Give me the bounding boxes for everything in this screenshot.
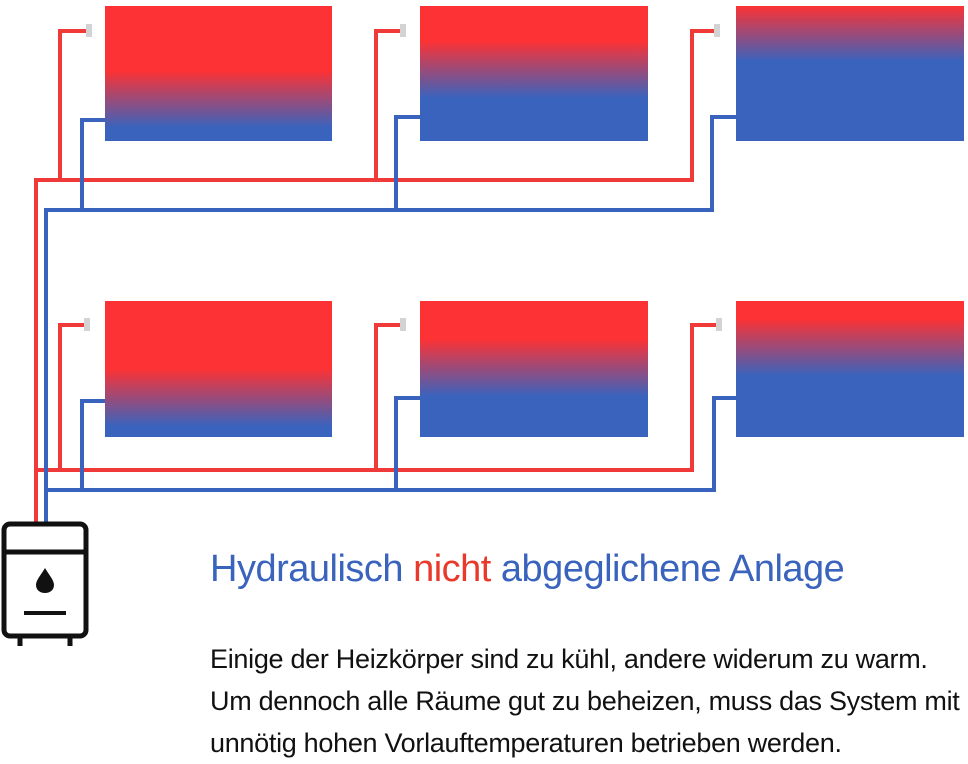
return-branch-top-2	[394, 115, 420, 210]
return-branch-bottom-2	[394, 396, 420, 490]
return-main-pipe	[44, 115, 736, 522]
supply-branch-top-1	[58, 29, 92, 180]
description-text: Einige der Heizkörper sind zu kühl, ande…	[210, 638, 960, 764]
supply-branch-top-2	[374, 29, 402, 180]
radiator-top-3	[736, 6, 964, 141]
title-highlight: nicht	[413, 548, 491, 590]
radiators	[105, 6, 964, 437]
radiator-top-1	[105, 6, 332, 141]
valve-icon	[714, 24, 720, 37]
return-branch-top-1	[80, 118, 106, 210]
title-before: Hydraulisch	[210, 548, 414, 590]
valve-icon	[400, 24, 406, 37]
valve-icon	[86, 24, 92, 37]
radiator-bottom-1	[105, 301, 332, 437]
supply-main-pipe	[34, 29, 716, 522]
supply-branch-bottom-1	[58, 323, 88, 470]
valve-icon	[84, 318, 90, 331]
title-after: abgeglichene Anlage	[490, 548, 845, 590]
radiator-top-2	[420, 6, 648, 141]
valve-icon	[716, 318, 722, 331]
diagram-title: Hydraulisch nicht abgeglichene Anlage	[210, 548, 845, 591]
description-line: Um dennoch alle Räume gut zu beheizen, m…	[210, 686, 960, 716]
valves	[84, 24, 722, 331]
boiler-icon	[1, 521, 89, 646]
return-pipes	[44, 115, 736, 522]
supply-branch-bottom-main	[36, 323, 718, 472]
return-branch-bottom-main	[46, 396, 736, 492]
radiator-bottom-3	[736, 301, 964, 437]
radiator-bottom-2	[420, 301, 648, 437]
flame-icon	[36, 568, 54, 593]
valve-icon	[400, 318, 406, 331]
description-line: unnötig hohen Vorlauftemperaturen betrie…	[210, 728, 842, 758]
supply-pipes	[34, 29, 718, 522]
return-branch-bottom-1	[80, 399, 106, 490]
description-line: Einige der Heizkörper sind zu kühl, ande…	[210, 644, 928, 674]
supply-branch-bottom-2	[374, 323, 404, 470]
